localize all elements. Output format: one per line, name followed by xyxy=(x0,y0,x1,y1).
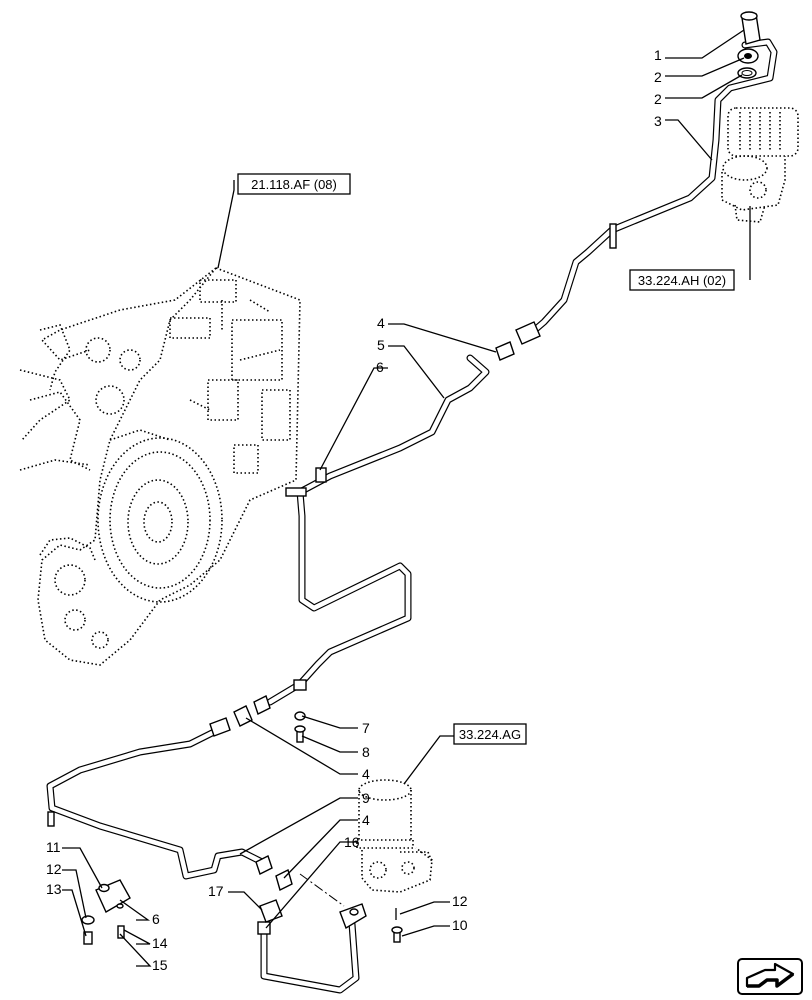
callout-14: 14 xyxy=(152,935,168,951)
callout-15: 15 xyxy=(152,957,168,973)
next-page-button[interactable] xyxy=(737,958,803,995)
callout-3: 3 xyxy=(654,113,662,129)
callout-13: 13 xyxy=(46,881,62,897)
svg-text:21.118.AF (08): 21.118.AF (08) xyxy=(251,177,337,192)
callout-10: 10 xyxy=(452,917,468,933)
callout-2: 2 xyxy=(654,91,662,107)
assembly-line xyxy=(299,873,345,907)
bolt-8 xyxy=(294,725,306,743)
pipe-3 xyxy=(526,38,778,338)
next-arrow-icon xyxy=(745,962,795,988)
leader-lines xyxy=(62,29,751,967)
fitting-1 xyxy=(740,11,761,45)
coupling-lower xyxy=(255,855,293,892)
callout-4: 4 xyxy=(362,766,370,782)
seal-washer-upper xyxy=(737,48,759,64)
callout-6: 6 xyxy=(376,359,384,375)
transmission-housing xyxy=(19,267,301,666)
reference-transmission[interactable]: 21.118.AF (08) xyxy=(237,173,351,195)
callout-8: 8 xyxy=(362,744,370,760)
air-compressor xyxy=(721,107,799,223)
coupling-upper xyxy=(495,321,541,361)
callout-5: 5 xyxy=(377,337,385,353)
callout-2: 2 xyxy=(654,69,662,85)
callout-16: 16 xyxy=(344,834,360,850)
pipe-16 xyxy=(257,920,360,994)
seal-washer-lower xyxy=(737,67,757,79)
callout-4: 4 xyxy=(362,812,370,828)
callout-11: 11 xyxy=(46,839,61,855)
callout-9: 9 xyxy=(362,790,370,806)
svg-text:33.224.AH (02): 33.224.AH (02) xyxy=(638,273,726,288)
callout-labels: 1 2 2 3 4 5 6 7 8 4 9 4 16 11 12 13 6 14… xyxy=(46,47,662,973)
pipe-9 xyxy=(46,717,266,880)
bracket-6-lower xyxy=(81,879,131,945)
callout-4: 4 xyxy=(377,315,385,331)
bracket-right xyxy=(339,903,367,930)
coupling-middle xyxy=(233,695,271,727)
reference-compressor[interactable]: 33.224.AH (02) xyxy=(629,269,735,291)
elbow-17 xyxy=(259,899,283,923)
bolt-10-right xyxy=(391,926,403,943)
air-dryer xyxy=(356,779,433,893)
nut-7 xyxy=(294,711,306,721)
callout-7: 7 xyxy=(362,720,370,736)
svg-text:33.224.AG: 33.224.AG xyxy=(459,727,521,742)
pipe-5 xyxy=(266,354,490,706)
callout-12: 12 xyxy=(452,893,468,909)
callout-12: 12 xyxy=(46,861,62,877)
callout-1: 1 xyxy=(654,47,662,63)
reference-dryer[interactable]: 33.224.AG xyxy=(453,723,527,745)
callout-6: 6 xyxy=(152,911,160,927)
callout-17: 17 xyxy=(208,883,224,899)
